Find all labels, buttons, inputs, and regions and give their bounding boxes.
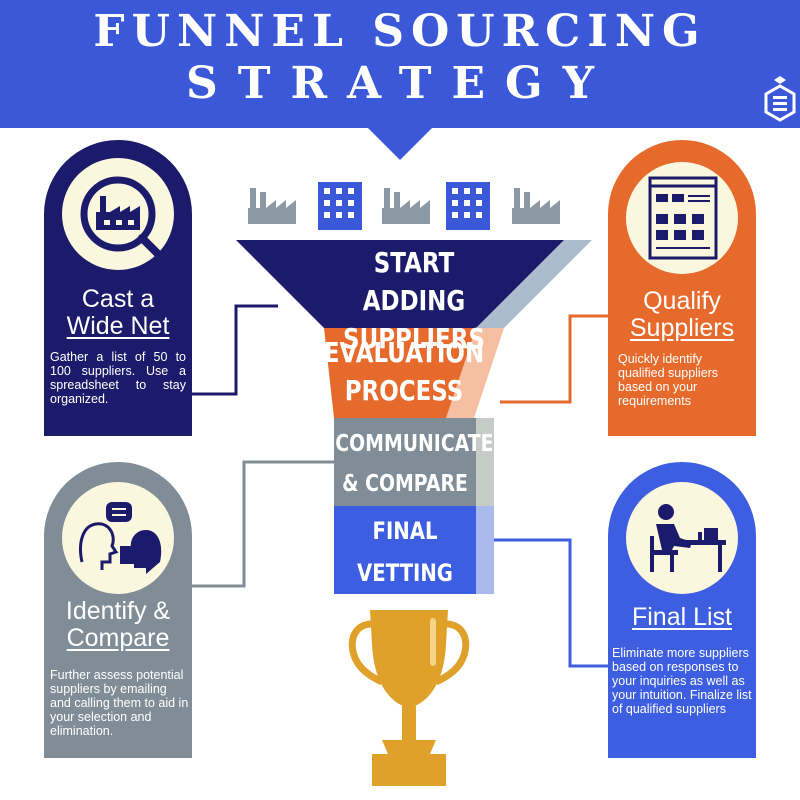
card-cast-body: Gather a list of 50 to 100 suppliers. Us… xyxy=(50,350,186,406)
stage-4-line-2: VETTING xyxy=(357,559,453,587)
stage-3-line-2: & COMPARE xyxy=(342,471,468,497)
factory-search-icon xyxy=(80,176,164,260)
card-qualify-heading-2: Suppliers xyxy=(629,314,735,342)
office-building-icon xyxy=(318,182,362,230)
stage-2-line-2: PROCESS xyxy=(344,374,464,407)
card-cast-heading-2: Wide Net xyxy=(66,312,170,340)
company-logo-icon xyxy=(764,76,796,122)
factory-icon xyxy=(382,188,430,224)
stage-2-line-1: EVALUATION xyxy=(323,336,485,369)
card-identify-body: Further assess potential suppliers by em… xyxy=(50,668,189,738)
person-at-desk-icon xyxy=(650,504,726,572)
conversation-icon xyxy=(79,502,162,574)
stage-1-line-1: START ADDING xyxy=(362,246,466,317)
funnel-stage-3 xyxy=(334,418,476,506)
title-line-2: Strategy xyxy=(185,58,615,109)
card-identify-compare: Identify & Compare Further assess potent… xyxy=(44,462,192,758)
card-qualify-heading-1: Qualify xyxy=(643,287,721,315)
funnel xyxy=(236,240,592,594)
title-line-1: Funnel Sourcing xyxy=(93,6,707,57)
card-final-heading: Final List xyxy=(631,603,733,631)
card-qualify-suppliers: Qualify Suppliers Quickly identify quali… xyxy=(608,140,756,436)
spreadsheet-icon xyxy=(648,176,718,260)
buildings-row xyxy=(248,182,560,230)
card-identify-heading-1: Identify & xyxy=(65,597,171,625)
card-final-list: Final List Eliminate more suppliers base… xyxy=(608,462,756,758)
office-building-icon xyxy=(446,182,490,230)
card-final-body: Eliminate more suppliers based on respon… xyxy=(612,646,752,716)
card-identify-heading-2: Compare xyxy=(66,624,170,652)
funnel-stage-4 xyxy=(334,506,476,594)
trophy-icon xyxy=(348,610,470,786)
stage-1-line-2: SUPPLIERS xyxy=(343,322,485,355)
stage-4-line-1: FINAL xyxy=(372,517,438,545)
icon-circle xyxy=(626,482,738,594)
card-cast-wide-net: Cast a Wide Net Gather a list of 50 to 1… xyxy=(44,140,192,436)
card-cast-heading-1: Cast a xyxy=(81,285,155,313)
funnel-stage-1 xyxy=(236,240,564,328)
card-qualify-body: Quickly identify qualified suppliers bas… xyxy=(618,352,719,408)
factory-icon xyxy=(248,188,296,224)
funnel-stage-2 xyxy=(324,328,476,418)
header-banner xyxy=(0,0,800,160)
factory-icon xyxy=(512,188,560,224)
stage-3-line-1: COMMUNICATE xyxy=(335,431,494,457)
